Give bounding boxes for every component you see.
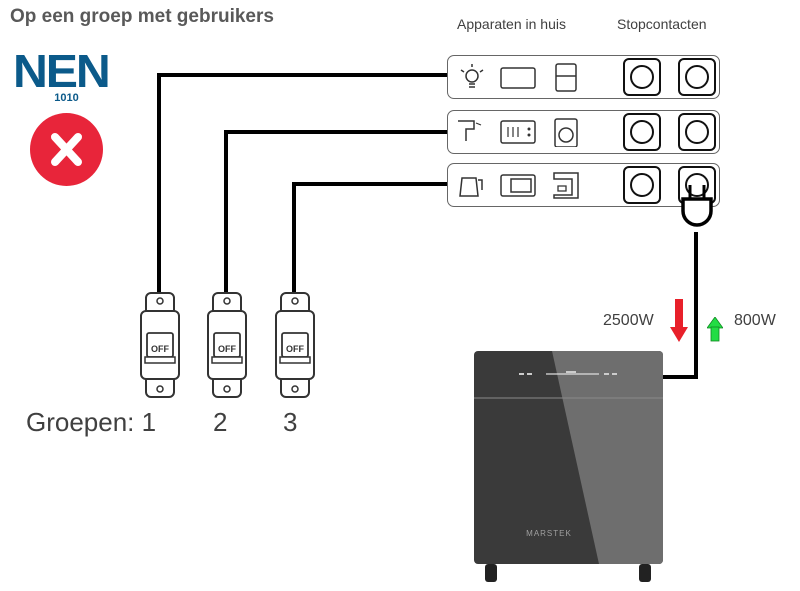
- wire-group-3-v: [292, 182, 296, 293]
- battery-wheel: [485, 564, 497, 582]
- circuit-breaker-2[interactable]: OFF: [205, 291, 249, 399]
- group-number-2: 2: [213, 407, 228, 437]
- socket: [623, 166, 661, 204]
- nen-logo: NEN 1010: [13, 48, 120, 104]
- lightbulb-icon: [460, 64, 484, 88]
- appliance-row-1: [447, 55, 720, 99]
- tv-icon: [500, 67, 536, 89]
- socket: [623, 113, 661, 151]
- wire-group-2-v: [224, 130, 228, 293]
- wire-group-3-h: [292, 182, 448, 186]
- plug-icon: [681, 185, 713, 227]
- fridge-icon: [555, 63, 577, 92]
- power-draw-label: 2500W: [603, 312, 654, 329]
- hairdryer-icon: [458, 120, 482, 141]
- appliance-row-3: [447, 163, 720, 207]
- nen-logo-text: NEN: [13, 45, 111, 97]
- home-battery: MARSTEK: [474, 351, 663, 564]
- circuit-breaker-3[interactable]: OFF: [273, 291, 317, 399]
- socket: [678, 113, 716, 151]
- groups-label: Groepen: 1: [26, 407, 157, 437]
- battery-cable-v: [694, 232, 698, 379]
- microwave-icon: [500, 174, 536, 197]
- breaker-state-label: OFF: [286, 344, 304, 354]
- washing-machine-icon: [554, 118, 578, 147]
- battery-panel: [474, 351, 663, 564]
- kettle-icon: [459, 177, 483, 197]
- power-feed-label: 800W: [734, 312, 776, 329]
- appliances-header: Apparaten in huis: [457, 16, 566, 32]
- wire-group-2-h: [224, 130, 448, 134]
- wire-group-1-h: [157, 73, 448, 77]
- group-number-3: 3: [283, 407, 298, 437]
- appliance-row-2: [447, 110, 720, 154]
- sockets-header: Stopcontacten: [617, 16, 707, 32]
- wire-group-1-v: [157, 73, 161, 293]
- arrow-up-icon: [707, 317, 723, 342]
- socket: [623, 58, 661, 96]
- not-allowed-icon: [30, 113, 103, 186]
- page-title: Op een groep met gebruikers: [10, 6, 274, 27]
- oven-icon: [500, 120, 536, 144]
- breaker-state-label: OFF: [151, 344, 169, 354]
- arrow-down-icon: [670, 299, 688, 342]
- battery-wheel: [639, 564, 651, 582]
- battery-cable-h: [660, 375, 698, 379]
- circuit-breaker-1[interactable]: OFF: [138, 291, 182, 399]
- coffee-machine-icon: [553, 172, 579, 199]
- battery-brand: MARSTEK: [526, 529, 572, 538]
- nen-logo-number: 1010: [54, 92, 79, 104]
- socket: [678, 58, 716, 96]
- breaker-state-label: OFF: [218, 344, 236, 354]
